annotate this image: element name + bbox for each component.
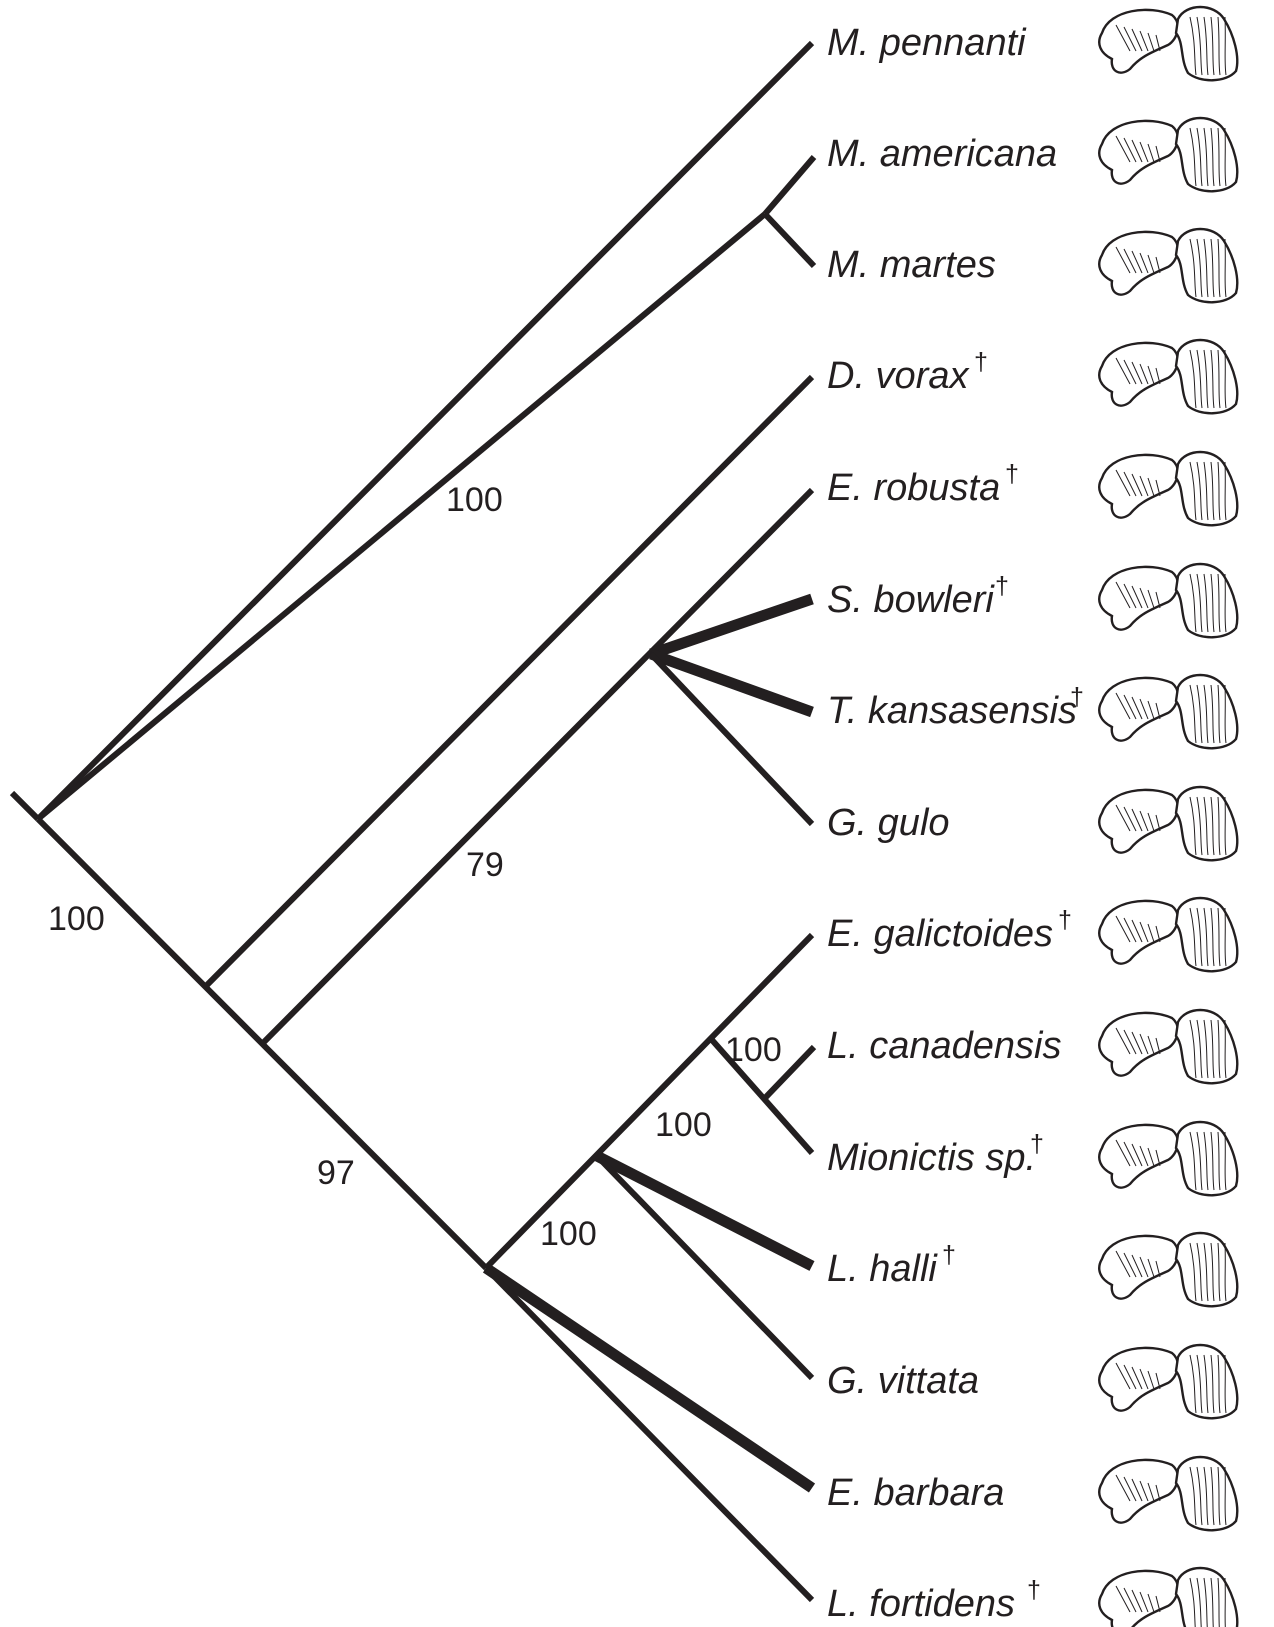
- branch-l-halli: [597, 1156, 812, 1266]
- branch-e-barbara: [486, 1268, 812, 1488]
- taxon-label: M. pennanti: [827, 22, 1027, 64]
- tooth-sketch: [1099, 1568, 1237, 1627]
- extinct-dagger: †: [942, 1241, 956, 1269]
- tooth-sketch: [1099, 898, 1237, 971]
- taxon-label: D. vorax: [827, 355, 970, 397]
- taxon-label: E. robusta: [827, 467, 1000, 509]
- branch-m-americana: [765, 157, 814, 214]
- tooth-sketch: [1099, 7, 1237, 80]
- taxon-label: L. canadensis: [827, 1025, 1062, 1067]
- taxon-label: G. vittata: [827, 1360, 979, 1402]
- taxon-label: T. kansasensis: [827, 690, 1077, 732]
- support-value: 79: [466, 846, 504, 884]
- support-value: 100: [446, 481, 503, 519]
- tooth-sketch: [1099, 675, 1237, 748]
- branch-martes-ancestor: [38, 214, 765, 819]
- support-value: 100: [48, 900, 105, 938]
- tooth-sketch: [1099, 1345, 1237, 1418]
- extinct-dagger: †: [1027, 1576, 1041, 1604]
- support-value: 100: [540, 1215, 597, 1253]
- taxon-label: E. barbara: [827, 1472, 1004, 1514]
- support-value: 100: [655, 1106, 712, 1144]
- tooth-sketch: [1099, 1457, 1237, 1530]
- extinct-dagger: †: [974, 348, 988, 376]
- taxon-label: G. gulo: [827, 802, 950, 844]
- tooth-sketch: [1099, 787, 1237, 860]
- taxon-label: L. fortidens: [827, 1583, 1015, 1625]
- tooth-sketch: [1099, 1233, 1237, 1306]
- taxon-labels: M. pennanti M. americana M. martes D. vorax…: [827, 22, 1084, 1625]
- branch-m-martes: [765, 214, 814, 266]
- support-values: 100 100 79 97 100 100 100: [48, 481, 782, 1253]
- taxon-label: E. galictoides: [827, 913, 1053, 955]
- branch-e-robusta: [262, 490, 812, 1044]
- extinct-dagger: †: [1030, 1130, 1044, 1158]
- tooth-sketch: [1099, 229, 1237, 302]
- support-value: 97: [317, 1154, 355, 1192]
- taxon-label: M. martes: [827, 244, 996, 286]
- tooth-sketch: [1099, 340, 1237, 413]
- tooth-sketch: [1099, 564, 1237, 637]
- extinct-dagger: †: [995, 572, 1009, 600]
- tooth-sketch: [1099, 118, 1237, 191]
- extinct-dagger: †: [1070, 683, 1084, 711]
- support-value: 100: [725, 1031, 782, 1069]
- taxon-label: L. halli: [827, 1248, 938, 1290]
- taxon-label: S. bowleri: [827, 579, 995, 621]
- tooth-sketch: [1099, 452, 1237, 525]
- branch-l-fortidens: [486, 1268, 812, 1600]
- tooth-sketch: [1099, 1010, 1237, 1083]
- tooth-sketch: [1099, 1122, 1237, 1195]
- extinct-dagger: †: [1005, 460, 1019, 488]
- branch-g-vittata: [597, 1156, 812, 1378]
- root-branch: [12, 793, 38, 819]
- taxon-label: M. americana: [827, 133, 1057, 175]
- tooth-illustrations: [1099, 7, 1237, 1627]
- extinct-dagger: †: [1058, 906, 1072, 934]
- tree-branches: [12, 43, 814, 1600]
- taxon-label: Mionictis sp.: [827, 1137, 1036, 1179]
